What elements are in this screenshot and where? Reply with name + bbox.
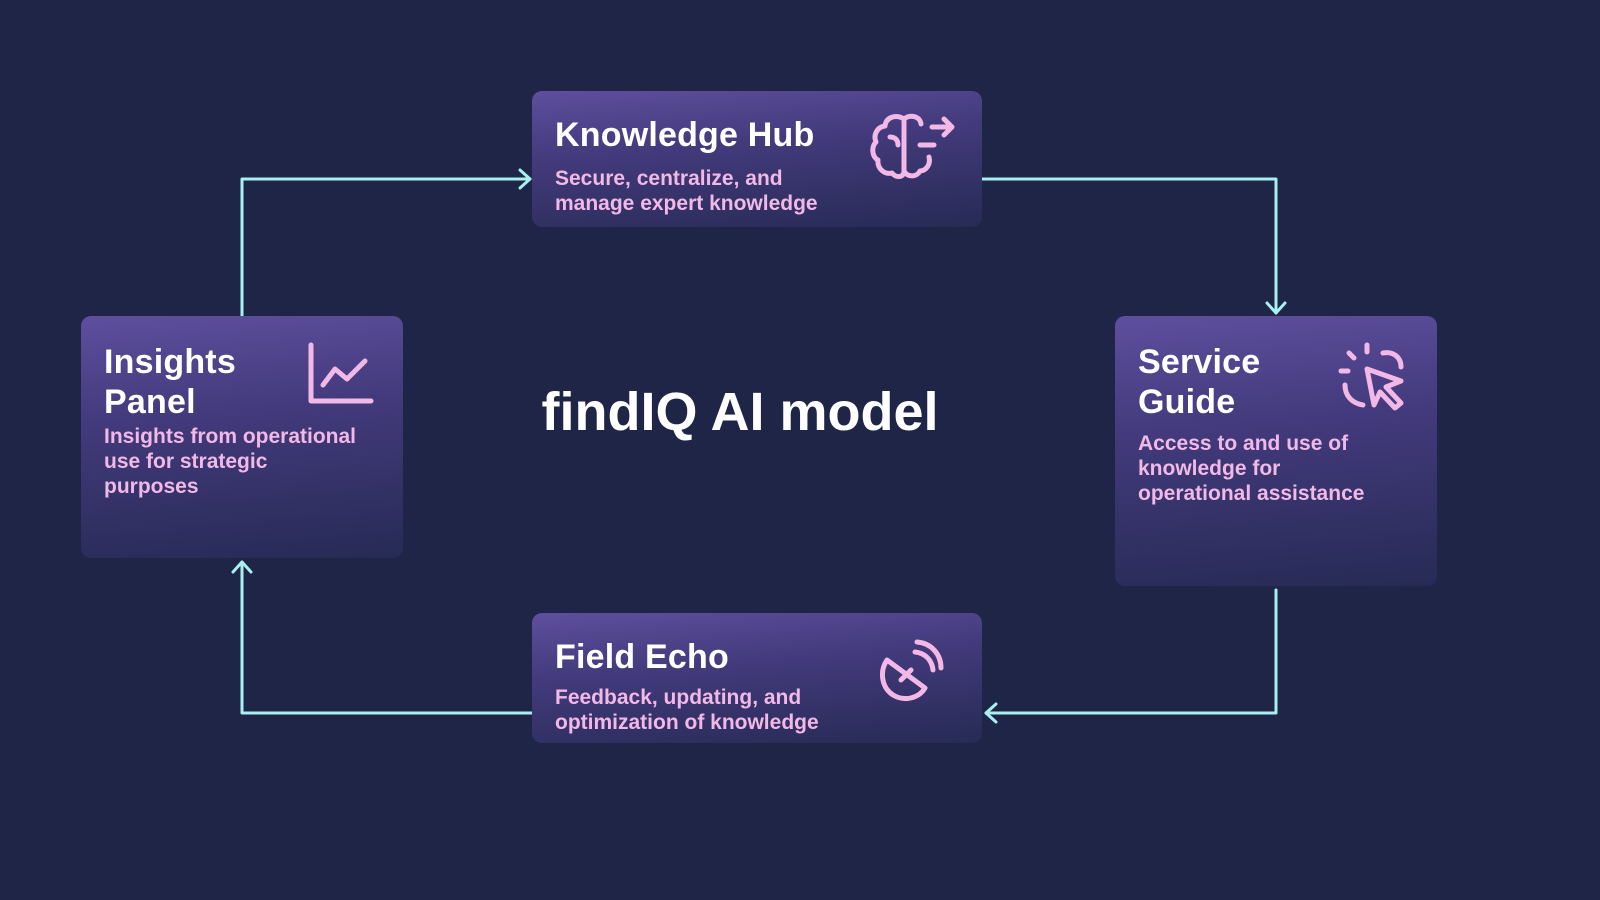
service-guide-title: Service Guide <box>1138 343 1261 421</box>
insights-panel-card: Insights Panel Insights from operational… <box>81 316 403 558</box>
field-echo-title: Field Echo <box>555 638 729 676</box>
arrowhead-into-knowledge <box>518 168 532 190</box>
knowledge-hub-title: Knowledge Hub <box>555 116 815 154</box>
insights-panel-title: Insights Panel <box>104 343 236 421</box>
arrowhead-into-service <box>1265 301 1287 315</box>
insights-panel-description: Insights from operational use for strate… <box>104 425 357 498</box>
line-chart-icon <box>307 341 375 407</box>
knowledge-hub-card: Knowledge Hub Secure, centralize, and ma… <box>532 91 982 227</box>
satellite-dish-icon <box>877 638 945 704</box>
knowledge-hub-description: Secure, centralize, and manage expert kn… <box>555 167 818 215</box>
field-echo-card: Field Echo Feedback, updating, and optim… <box>532 613 982 743</box>
arrowhead-into-field <box>984 702 998 724</box>
connector-field-to-insights <box>240 560 534 715</box>
arrowhead-into-insights <box>231 560 253 574</box>
connector-insights-to-knowledge <box>240 177 532 318</box>
brain-arrow-icon <box>870 111 958 181</box>
connector-knowledge-to-service <box>980 177 1278 315</box>
field-echo-description: Feedback, updating, and optimization of … <box>555 686 819 734</box>
pointer-click-icon <box>1337 341 1409 413</box>
service-guide-card: Service Guide Access to and use of knowl… <box>1115 316 1437 586</box>
service-guide-description: Access to and use of knowledge for opera… <box>1138 432 1365 505</box>
connector-service-to-field <box>984 588 1278 715</box>
model-title: findIQ AI model <box>541 382 939 442</box>
